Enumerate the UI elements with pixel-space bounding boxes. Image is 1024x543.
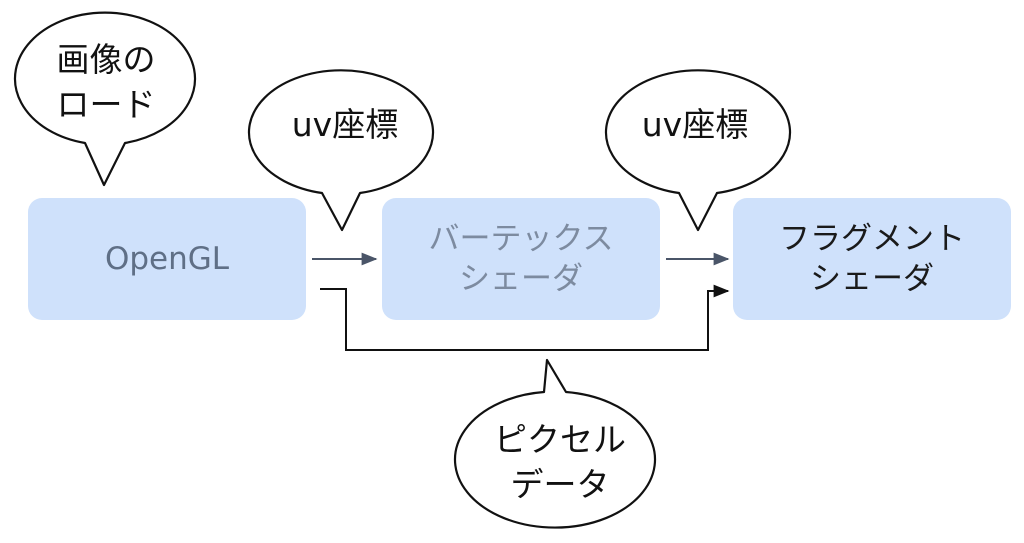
- callout-text-pixel-data: ピクセル データ: [460, 418, 660, 507]
- fragment-shader-label-line1: フラグメント: [779, 220, 965, 257]
- arrow-opengl-to-fragment-bypass: [320, 284, 730, 351]
- callout-bubble-uv-1: [247, 69, 435, 232]
- callout-text-image-load: 画像の ロード: [16, 38, 196, 127]
- callout-uv-2-label: uv座標: [641, 105, 749, 144]
- fragment-shader-box: フラグメント シェーダ: [733, 198, 1011, 320]
- callout-pixel-data-line2: データ: [510, 464, 610, 504]
- callout-bubble-image-load: [13, 11, 197, 187]
- callout-text-uv-1: uv座標: [250, 103, 440, 148]
- callout-uv-1-label: uv座標: [291, 105, 399, 144]
- callout-bubble-uv-2: [604, 69, 792, 232]
- vertex-shader-label-line1: バーテックス: [428, 220, 614, 257]
- callout-text-uv-2: uv座標: [600, 103, 790, 148]
- opengl-label: OpenGL: [104, 240, 230, 277]
- opengl-box: OpenGL: [28, 198, 306, 320]
- vertex-shader-box: バーテックス シェーダ: [382, 198, 660, 320]
- callout-bubble-pixel-data: [453, 358, 657, 529]
- callout-image-load-line2: ロード: [56, 84, 156, 124]
- callout-pixel-data-line1: ピクセル: [494, 420, 626, 459]
- vertex-shader-label-line2: シェーダ: [459, 261, 583, 297]
- callout-image-load-line1: 画像の: [56, 40, 156, 79]
- fragment-shader-label-line2: シェーダ: [810, 261, 934, 297]
